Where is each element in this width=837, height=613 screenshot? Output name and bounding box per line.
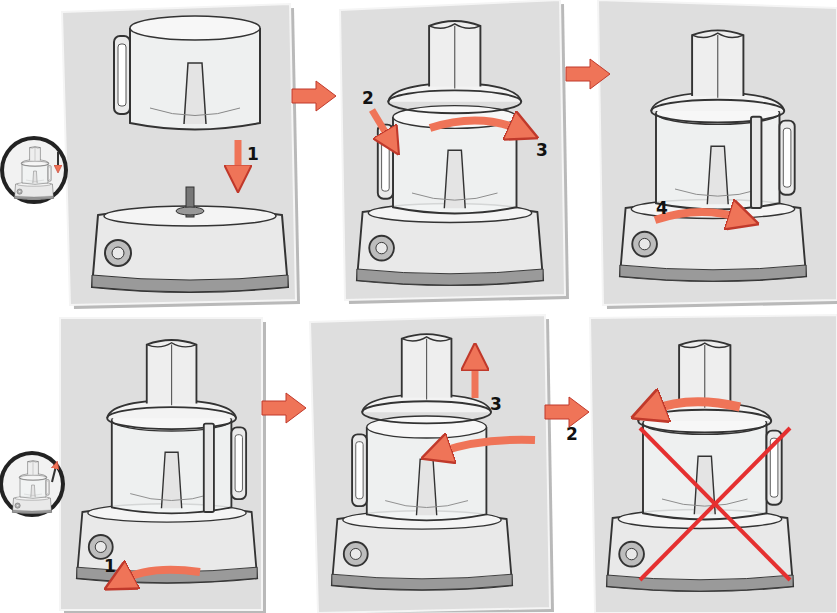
flow-arrow-ref (292, 81, 336, 111)
mirrored-bowl (352, 416, 486, 520)
inset-ring (0, 136, 68, 204)
callout-number: 2 (566, 426, 578, 443)
base-ref (92, 206, 288, 292)
inset-processor (12, 461, 51, 514)
panel-2-art (357, 21, 543, 285)
panel (590, 315, 837, 613)
processor-ref (12, 461, 51, 514)
flow-arrow-ref (262, 393, 306, 423)
cross-line (640, 428, 790, 580)
step-arrow (372, 110, 390, 140)
inset-arrow (52, 466, 56, 482)
callout-number: 4 (656, 200, 668, 217)
base-ref (357, 203, 543, 285)
raised-lid (388, 21, 521, 113)
step-arrow (430, 120, 520, 130)
inset-ring (0, 451, 65, 517)
panel-5-art (332, 334, 512, 590)
base-ref (332, 511, 512, 590)
inset-processor (14, 147, 53, 200)
callout-number: 2 (362, 90, 374, 107)
shaft-ref (176, 187, 204, 217)
callout-number: 3 (490, 396, 502, 413)
panel (310, 315, 550, 613)
cross-line (640, 428, 790, 580)
panel (60, 318, 262, 610)
latch-ref (204, 424, 214, 512)
step-arrow (472, 360, 479, 398)
forbidden-arrow (652, 402, 740, 410)
panel (598, 0, 837, 305)
flow-arrow-ref (545, 397, 589, 427)
latch-ref (751, 117, 761, 208)
callout-number: 3 (536, 142, 548, 159)
processor-ref (607, 340, 793, 591)
bowl-ref (114, 16, 260, 130)
panel-1-bowl (114, 16, 260, 130)
panel-3-art (620, 30, 806, 281)
step-arrow (122, 570, 200, 580)
panel-1-art (92, 187, 288, 292)
panel-6-art (607, 340, 793, 591)
inset-disc (4, 140, 64, 200)
panel (62, 4, 296, 305)
lid-ref (362, 334, 491, 423)
flow-arrow-ref (566, 59, 610, 89)
raised-lid (362, 334, 491, 423)
processor-ref (620, 30, 806, 281)
inset-arrow (57, 152, 59, 168)
panel-4-art (77, 340, 257, 583)
lid-ref (388, 21, 521, 113)
step-arrow (440, 440, 535, 452)
processor-ref (77, 340, 257, 583)
panel (340, 0, 565, 300)
inset-disc (3, 455, 61, 513)
callout-number: 1 (247, 146, 259, 163)
callout-number: 1 (104, 558, 116, 575)
step-arrow (235, 140, 242, 175)
processor-ref (14, 147, 53, 200)
bowl-ref (352, 416, 486, 520)
